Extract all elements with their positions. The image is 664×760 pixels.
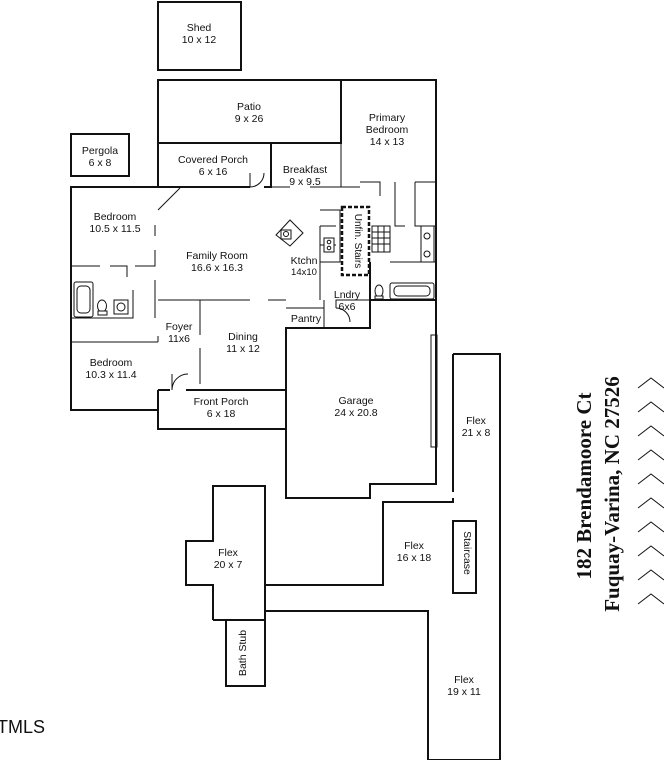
- covered-porch-dims: 6 x 16: [199, 166, 228, 178]
- garage-name: Garage: [338, 395, 373, 407]
- unfinished-stairs-outline: [340, 205, 371, 277]
- chevron-up-icon: [637, 425, 664, 437]
- flex-2-name: Flex: [404, 540, 425, 552]
- mls-logo: TMLS: [0, 717, 45, 737]
- patio-name: Patio: [237, 101, 261, 113]
- chevron-up-icon: [637, 497, 664, 509]
- unfin-stairs-label: Unfin. Stairs: [352, 214, 363, 268]
- toilet-icon: [97, 299, 107, 313]
- address-line-2: Fuquay-Varina, NC 27526: [600, 376, 624, 612]
- flex-1-dims: 21 x 8: [462, 427, 491, 439]
- pergola-name: Pergola: [82, 145, 118, 157]
- laundry-dims: 6x6: [339, 301, 356, 313]
- patio-dims: 9 x 26: [235, 113, 264, 125]
- pergola-dims: 6 x 8: [89, 157, 112, 169]
- primary-bedroom-name-2: Bedroom: [366, 124, 409, 136]
- address-block: 182 Brendamoore Ct Fuquay-Varina, NC 275…: [572, 376, 624, 612]
- covered-porch-wall: [264, 143, 272, 188]
- flex-3-name: Flex: [218, 547, 239, 559]
- breakfast-name: Breakfast: [283, 164, 327, 176]
- chevron-up-icon: [637, 473, 664, 485]
- flex-3-outline: [185, 485, 266, 620]
- chevron-up-stack-icon: [637, 377, 664, 605]
- address-line-1: 182 Brendamoore Ct: [572, 392, 596, 579]
- dining-name: Dining: [228, 331, 258, 343]
- sink-icon: [423, 232, 431, 240]
- garage-dims: 24 x 20.8: [334, 407, 377, 419]
- staircase-label: Staircase: [461, 531, 473, 575]
- family-room-dims: 16.6 x 16.3: [191, 262, 243, 274]
- flex-1-name: Flex: [466, 415, 487, 427]
- interior-lines: [71, 143, 438, 448]
- sink-icon: [423, 250, 431, 258]
- flex-1-outline: [453, 353, 501, 760]
- kitchen-name: Ktchn: [291, 255, 318, 267]
- west-wall: [70, 186, 158, 411]
- primary-bedroom-name-1: Primary: [369, 112, 406, 124]
- chevron-up-icon: [637, 401, 664, 413]
- family-room-name: Family Room: [186, 250, 248, 262]
- toilet-icon: [374, 284, 384, 298]
- bedroom-1-dims: 10.5 x 11.5: [89, 223, 140, 235]
- bedroom-2-name: Bedroom: [90, 357, 133, 369]
- bath-stub-outline: [225, 619, 266, 687]
- flex-2-dims: 16 x 18: [397, 552, 432, 564]
- fixtures: [73, 205, 435, 318]
- bedroom-2-dims: 10.3 x 11.4: [85, 369, 136, 381]
- laundry-name: Lndry: [334, 289, 361, 301]
- front-porch-dims: 6 x 18: [207, 408, 236, 420]
- sink-icon: [116, 302, 126, 312]
- pantry-label: Pantry: [291, 313, 322, 325]
- primary-bedroom-outline: [341, 79, 437, 300]
- chevron-up-icon: [637, 545, 664, 557]
- bedroom-1-name: Bedroom: [94, 211, 137, 223]
- garage-outline: [285, 299, 437, 499]
- chevron-up-icon: [637, 377, 664, 389]
- covered-porch-name: Covered Porch: [178, 154, 248, 166]
- foyer-name: Foyer: [166, 321, 193, 333]
- room-labels: Shed 10 x 12 Patio 9 x 26 Primary Bedroo…: [82, 22, 491, 698]
- kitchen-dims: 14x10: [291, 267, 317, 278]
- dining-dims: 11 x 12: [226, 343, 260, 355]
- shower-icon: [371, 225, 391, 253]
- flex-level-walls: [185, 353, 501, 760]
- stove-icon: [323, 237, 335, 253]
- flex-3-dims: 20 x 7: [214, 559, 243, 571]
- chevron-up-icon: [637, 593, 664, 605]
- chevron-up-icon: [637, 449, 664, 461]
- staircase-outline: [452, 520, 477, 594]
- bath-stub-label: Bath Stub: [237, 630, 249, 676]
- breakfast-dims: 9 x 9.5: [289, 176, 321, 188]
- primary-bedroom-dims: 14 x 13: [370, 136, 405, 148]
- pergola-outline: [70, 133, 130, 177]
- shed-outline: [157, 1, 242, 71]
- foyer-dims: 11x6: [168, 333, 190, 345]
- chevron-up-icon: [637, 569, 664, 581]
- chevron-up-icon: [637, 521, 664, 533]
- flex-4-name: Flex: [454, 674, 475, 686]
- shed-dims: 10 x 12: [182, 34, 217, 46]
- front-porch-name: Front Porch: [194, 396, 249, 408]
- flex-4-dims: 19 x 11: [447, 686, 481, 698]
- shed-name: Shed: [187, 22, 212, 34]
